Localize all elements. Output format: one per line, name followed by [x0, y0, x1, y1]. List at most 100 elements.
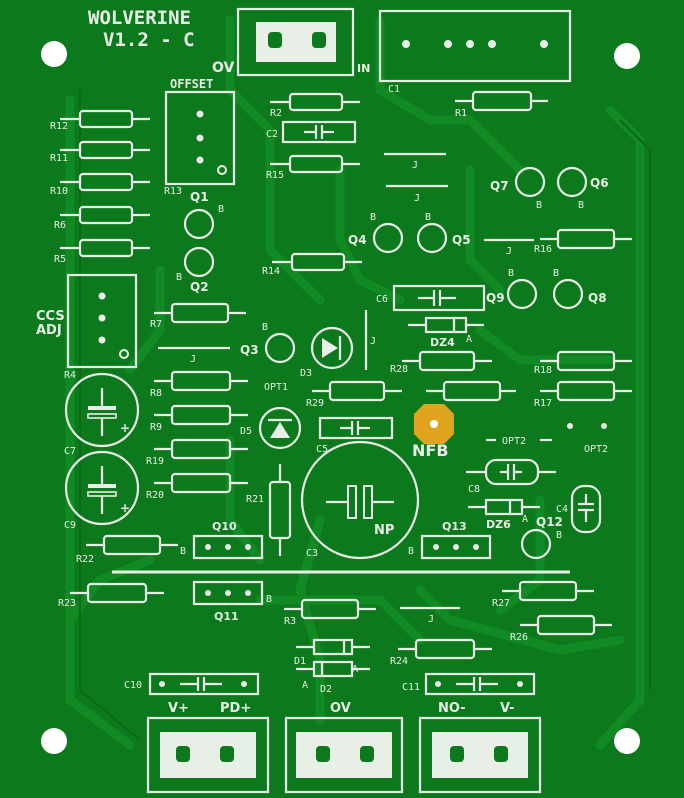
dz4-zener: DZ4 A: [408, 316, 484, 349]
power-terminal-left: [146, 716, 270, 794]
svg-text:A: A: [466, 334, 472, 345]
label-ov-top: OV: [212, 60, 235, 76]
label-r19: R19: [146, 456, 164, 467]
c9-dz6-c8-q12: C8 DZ6 A C4 Q12 B: [466, 458, 602, 560]
jumpers: J J J J J J: [158, 152, 534, 625]
left-mid-resistors: R8 R9 R19 R20: [146, 370, 248, 501]
label-c7: C9: [64, 520, 76, 531]
board-version: V1.2 - C: [103, 29, 195, 51]
svg-text:B: B: [262, 322, 268, 333]
label-r11: R11: [50, 153, 68, 164]
label-pdplus: PD+: [220, 701, 251, 716]
label-r26: R26: [510, 632, 528, 643]
label-c10: C10: [124, 680, 142, 691]
r22: R22: [76, 534, 178, 565]
label-q6: Q6: [590, 176, 609, 190]
board-title: WOLVERINE: [88, 7, 191, 29]
label-nominus: NO-: [438, 701, 466, 716]
label-r6: R6: [54, 220, 66, 231]
svg-text:B: B: [556, 530, 562, 541]
c5-c7-electrolytics: + C7 + C9: [64, 372, 140, 531]
svg-text:B: B: [370, 212, 376, 223]
q3-d3: Q3 B OPT1 D3: [240, 322, 354, 393]
svg-text:J: J: [428, 614, 434, 625]
mounting-holes: [41, 41, 640, 754]
label-c3: C3: [306, 548, 318, 559]
label-nfb: NFB: [412, 441, 449, 460]
label-r17: R17: [534, 398, 552, 409]
c4: C5: [316, 416, 394, 455]
label-q12: Q12: [536, 515, 563, 529]
svg-text:R3: R3: [284, 616, 296, 627]
svg-text:J: J: [506, 246, 512, 257]
label-d1: D1: [294, 656, 306, 667]
label-d3: D3: [300, 368, 312, 379]
label-r4: R4: [64, 370, 76, 381]
svg-text:J: J: [414, 193, 420, 204]
label-r29: R29: [306, 398, 324, 409]
svg-text:B: B: [578, 200, 584, 211]
c10-c11: C10 C11: [124, 672, 536, 696]
label-q4: Q4: [348, 233, 367, 247]
label-ccs: CCS: [36, 309, 65, 324]
svg-text:B: B: [266, 594, 272, 605]
power-terminal-center: [284, 716, 404, 794]
label-in: IN: [357, 62, 370, 75]
c6-q8-q9: C6 Q9 B Q8 B: [376, 268, 607, 312]
label-c8: C4: [556, 504, 568, 515]
label-r2: R2: [270, 108, 282, 119]
opt2: OPT2 OPT2: [486, 423, 608, 455]
svg-text:A: A: [522, 514, 528, 525]
label-r16: R16: [534, 244, 552, 255]
label-r12: R12: [50, 121, 68, 132]
label-r8: R8: [150, 388, 162, 399]
label-r15: R15: [266, 170, 284, 181]
label-c4: C5: [316, 444, 328, 455]
r1: R1: [455, 90, 548, 119]
svg-text:B: B: [508, 268, 514, 279]
label-c9: C8: [468, 484, 480, 495]
label-c2: C2: [266, 129, 278, 140]
label-r28: R28: [390, 364, 408, 375]
r7: R7: [150, 302, 246, 330]
r23-q11: R23 Q11 B: [58, 580, 272, 623]
r3-d1-d2-r24: R1 R3 D1 A D2 A R24: [284, 598, 492, 695]
label-q9: Q9: [486, 291, 505, 305]
label-offset: OFFSET: [170, 77, 213, 91]
svg-text:A: A: [302, 680, 308, 691]
label-dz6: DZ6: [486, 518, 511, 531]
label-d5: D5: [240, 426, 252, 437]
label-r10: R10: [50, 186, 68, 197]
label-c6: C6: [376, 294, 388, 305]
label-r23: R23: [58, 598, 76, 609]
svg-text:B: B: [218, 204, 224, 215]
svg-text:J: J: [412, 160, 418, 171]
label-q10: Q10: [212, 520, 237, 533]
q1-q2: Q1 B Q2 B: [176, 190, 224, 294]
label-r14: R14: [262, 266, 280, 277]
label-r20: R20: [146, 490, 164, 501]
q10-q13: Q10 B Q13 B: [180, 520, 492, 560]
svg-text:+: +: [120, 421, 130, 435]
svg-text:B: B: [536, 200, 542, 211]
r26-r27: R27 R26: [492, 580, 612, 643]
ccs-adj-trimmer: CCS ADJ R4: [36, 273, 138, 381]
label-q13: Q13: [442, 520, 467, 533]
label-adj: ADJ: [36, 323, 62, 338]
label-opt2-b: OPT2: [584, 444, 608, 455]
label-r27: R27: [492, 598, 510, 609]
label-c1: C1: [388, 84, 400, 95]
label-opt1: OPT1: [264, 382, 288, 393]
label-r18: R18: [534, 365, 552, 376]
label-q8: Q8: [588, 291, 607, 305]
center-top-parts: R2 C2 R15 R14: [262, 92, 362, 277]
label-q7: Q7: [490, 179, 509, 193]
label-c5: C7: [64, 446, 76, 457]
label-r21: R21: [246, 494, 264, 505]
label-r9: R9: [150, 422, 162, 433]
q4-q5: Q4 B Q5 B: [348, 212, 471, 254]
label-r7: R7: [150, 319, 162, 330]
label-dz4: DZ4: [430, 336, 455, 349]
d5-led: D5: [240, 406, 302, 450]
